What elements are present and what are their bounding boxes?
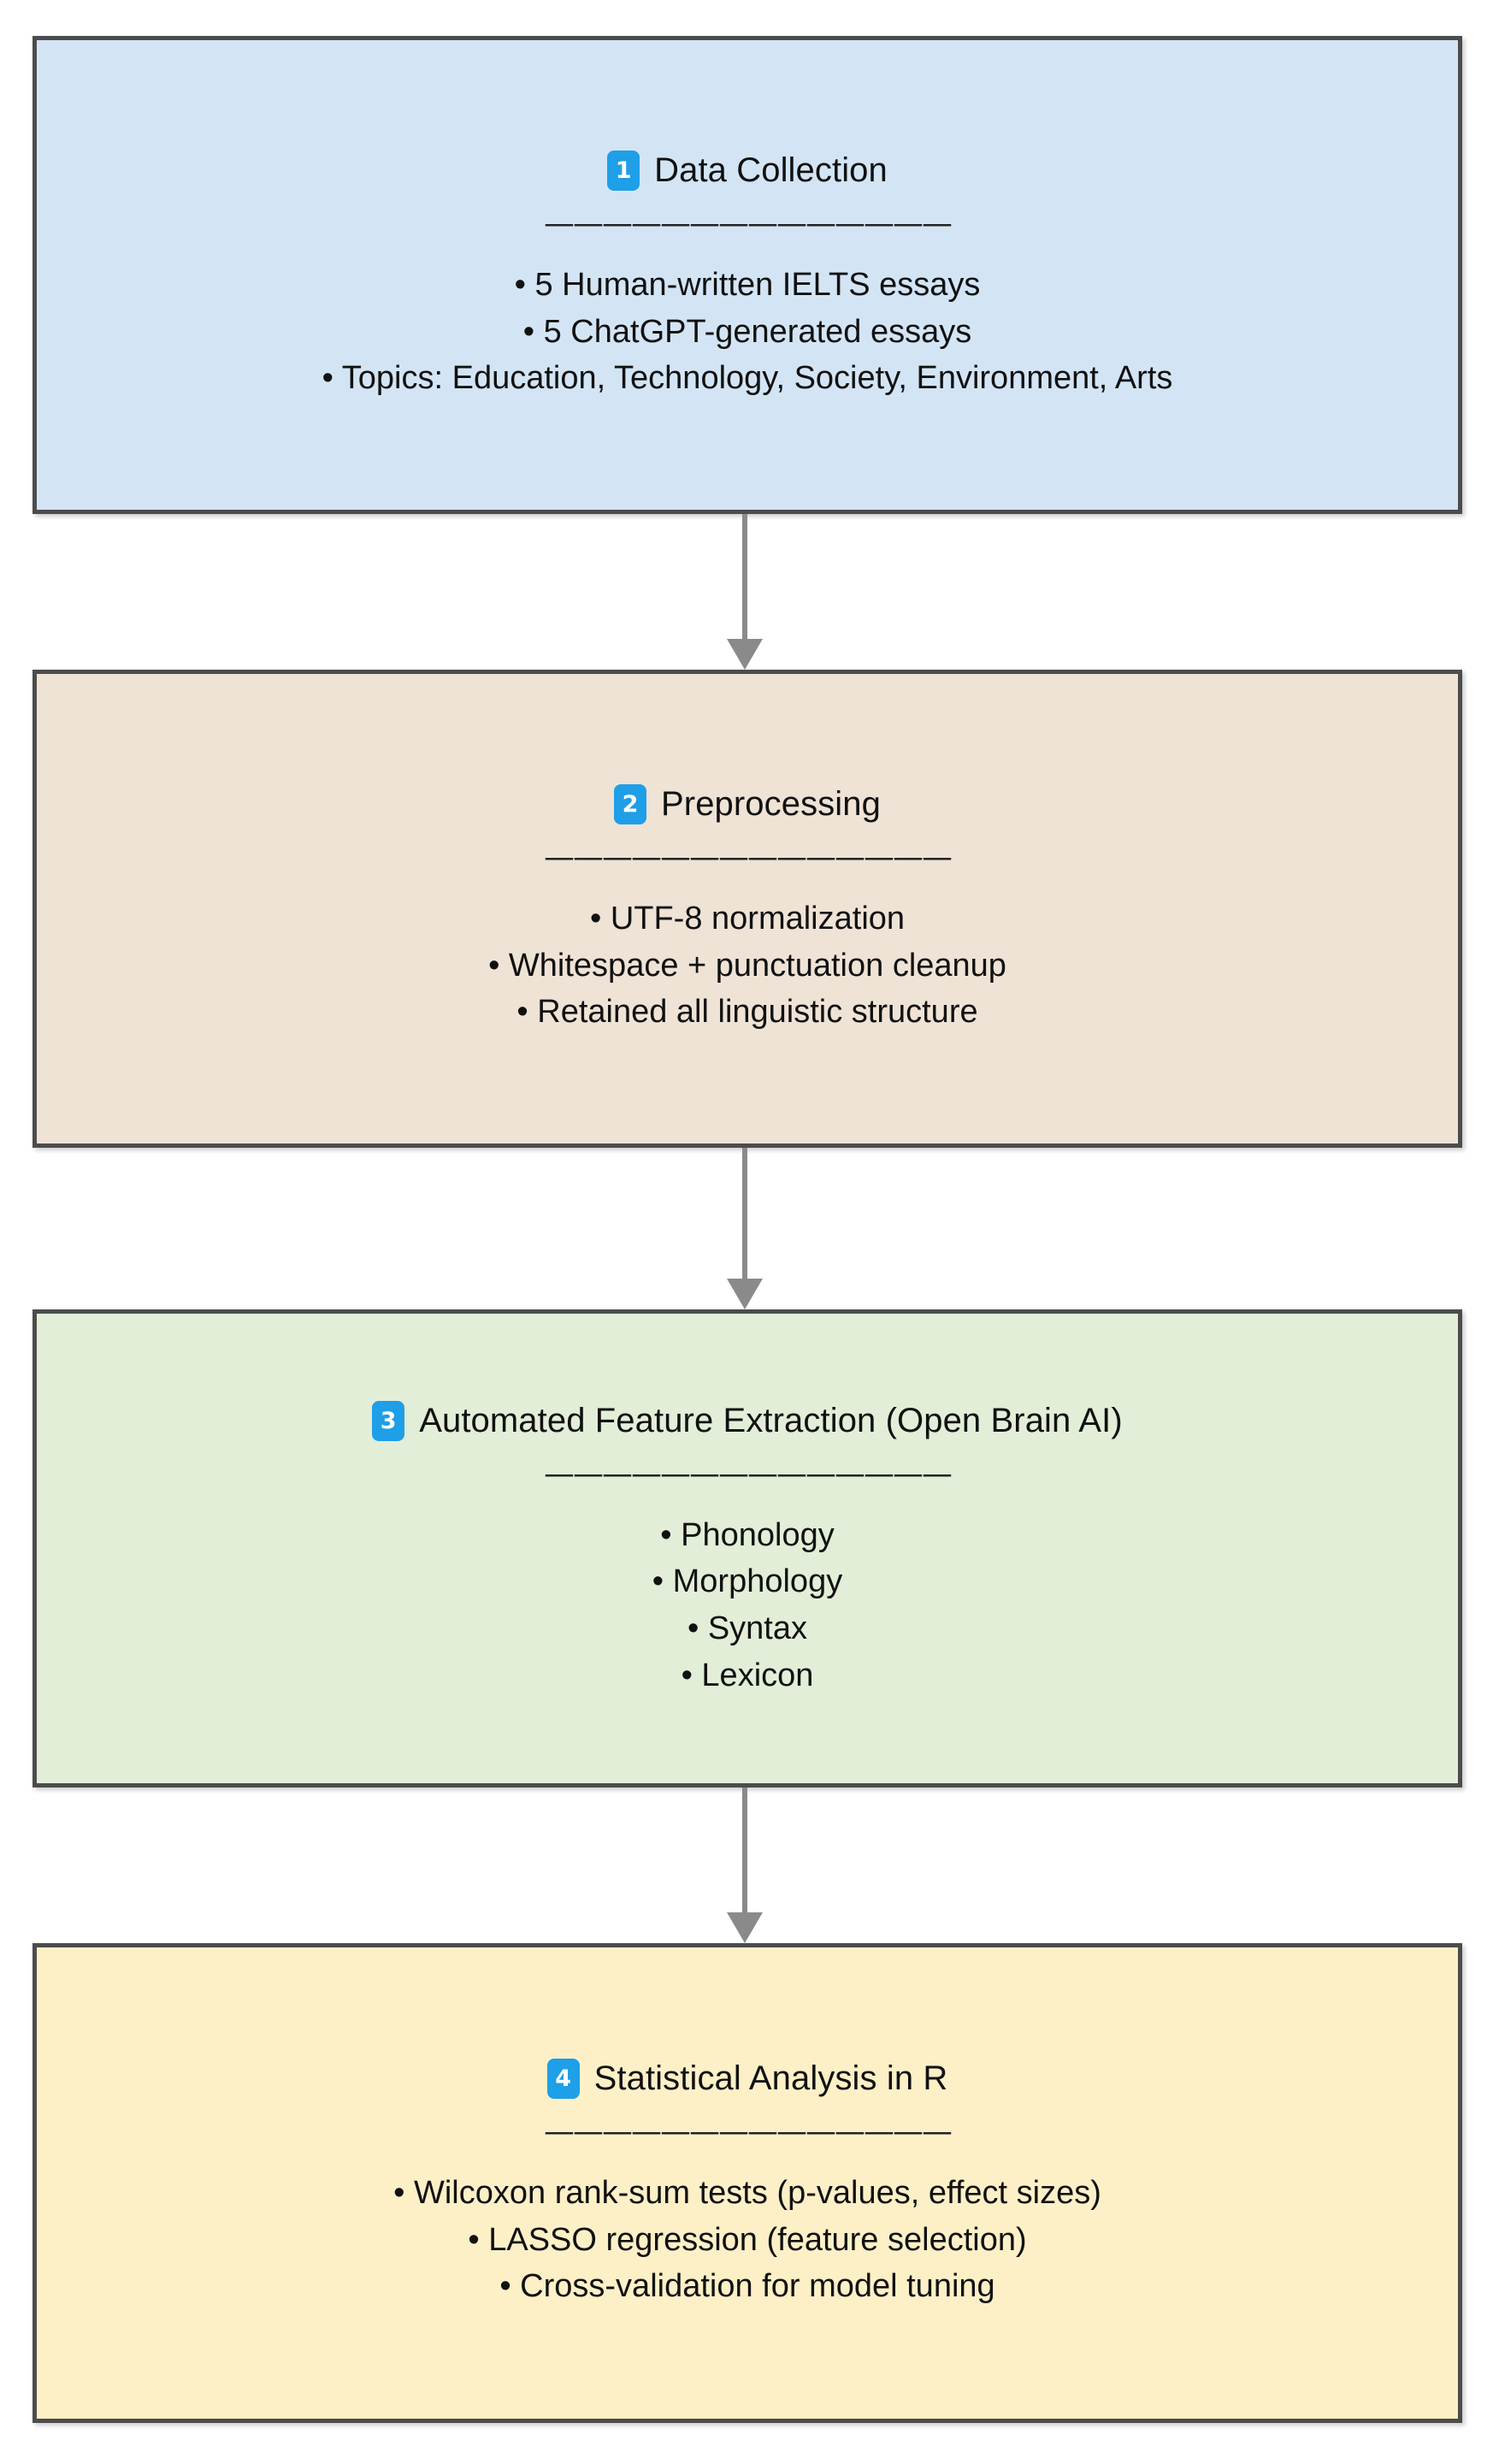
list-item: • Lexicon bbox=[681, 1657, 814, 1693]
list-item: • Morphology bbox=[652, 1563, 843, 1600]
node-title: Data Collection bbox=[654, 151, 888, 190]
node-title-row: 3 Automated Feature Extraction (Open Bra… bbox=[372, 1400, 1123, 1441]
node-content: 1 Data Collection —————————————— • 5 Hum… bbox=[37, 151, 1458, 399]
node-title: Preprocessing bbox=[661, 785, 881, 824]
node-title-row: 4 Statistical Analysis in R bbox=[546, 2059, 948, 2100]
arrow-head-icon bbox=[727, 639, 763, 670]
node-content: 3 Automated Feature Extraction (Open Bra… bbox=[37, 1400, 1458, 1697]
node-title-row: 2 Preprocessing bbox=[614, 784, 881, 825]
node-bullet-list: • Phonology • Morphology • Syntax • Lexi… bbox=[652, 1515, 842, 1697]
flowchart-node-preprocessing: 2 Preprocessing —————————————— • UTF-8 n… bbox=[32, 670, 1462, 1148]
step-number-badge-icon: 4 bbox=[546, 2059, 580, 2100]
list-item: • 5 ChatGPT-generated essays bbox=[522, 313, 972, 350]
node-title: Automated Feature Extraction (Open Brain… bbox=[419, 1401, 1123, 1439]
node-bullet-list: • Wilcoxon rank-sum tests (p-values, eff… bbox=[393, 2172, 1101, 2307]
connector-arrow-3-to-4 bbox=[727, 1787, 763, 1943]
flowchart-node-data-collection: 1 Data Collection —————————————— • 5 Hum… bbox=[32, 36, 1462, 514]
list-item: • Topics: Education, Technology, Society… bbox=[322, 360, 1173, 397]
list-item: • Retained all linguistic structure bbox=[516, 994, 978, 1031]
list-item: • LASSO regression (feature selection) bbox=[468, 2221, 1027, 2258]
list-item: • Syntax bbox=[687, 1610, 808, 1646]
node-content: 2 Preprocessing —————————————— • UTF-8 n… bbox=[37, 784, 1458, 1033]
step-number-badge-icon: 3 bbox=[372, 1400, 405, 1441]
step-number-badge-icon: 1 bbox=[607, 151, 640, 192]
step-number-badge-icon: 2 bbox=[614, 784, 646, 825]
arrow-shaft bbox=[742, 514, 747, 641]
node-title-row: 1 Data Collection bbox=[607, 151, 888, 192]
node-divider: —————————————— bbox=[544, 840, 953, 876]
list-item: • Phonology bbox=[660, 1516, 835, 1553]
list-item: • Wilcoxon rank-sum tests (p-values, eff… bbox=[393, 2175, 1101, 2212]
node-divider: —————————————— bbox=[544, 206, 953, 242]
list-item: • 5 Human-written IELTS essays bbox=[514, 267, 981, 304]
flowchart-node-statistical-analysis: 4 Statistical Analysis in R ————————————… bbox=[32, 1943, 1462, 2423]
connector-arrow-2-to-3 bbox=[727, 1148, 763, 1309]
node-divider: —————————————— bbox=[544, 1456, 953, 1492]
list-item: • UTF-8 normalization bbox=[589, 901, 906, 937]
node-bullet-list: • UTF-8 normalization • Whitespace + pun… bbox=[488, 898, 1006, 1033]
flowchart-node-feature-extraction: 3 Automated Feature Extraction (Open Bra… bbox=[32, 1309, 1462, 1787]
arrow-shaft bbox=[742, 1787, 747, 1914]
node-divider: —————————————— bbox=[544, 2114, 953, 2150]
node-content: 4 Statistical Analysis in R ————————————… bbox=[37, 2059, 1458, 2307]
list-item: • Whitespace + punctuation cleanup bbox=[488, 947, 1006, 984]
arrow-shaft bbox=[742, 1148, 747, 1280]
arrow-head-icon bbox=[727, 1279, 763, 1309]
connector-arrow-1-to-2 bbox=[727, 514, 763, 670]
arrow-head-icon bbox=[727, 1912, 763, 1943]
list-item: • Cross-validation for model tuning bbox=[499, 2268, 995, 2305]
node-bullet-list: • 5 Human-written IELTS essays • 5 ChatG… bbox=[322, 264, 1173, 399]
node-title: Statistical Analysis in R bbox=[593, 2059, 948, 2098]
